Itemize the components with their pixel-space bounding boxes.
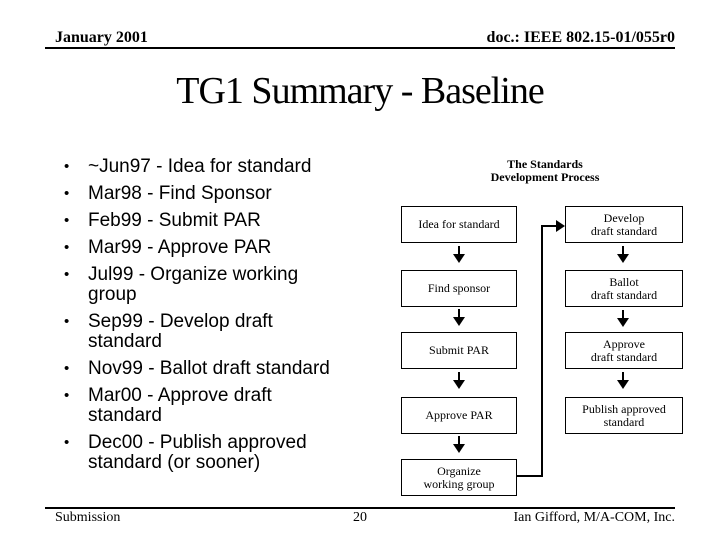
- down-arrow-icon: [453, 246, 465, 263]
- diagram-title: The Standards Development Process: [490, 157, 600, 184]
- list-item-text: Mar99 - Approve PAR: [88, 237, 272, 258]
- list-item-text: Sep99 - Develop draft standard: [88, 311, 273, 352]
- list-item-text: Nov99 - Ballot draft standard: [88, 358, 330, 379]
- list-item: • Mar98 - Find Sponsor: [64, 184, 374, 204]
- flow-box-find-sponsor: Find sponsor: [401, 270, 517, 307]
- down-arrow-icon: [617, 372, 629, 389]
- bullet-icon: •: [64, 387, 70, 404]
- list-item: • ~Jun97 - Idea for standard: [64, 157, 374, 177]
- list-item: • Mar00 - Approve draft standard: [64, 386, 374, 426]
- list-item: • Sep99 - Develop draft standard: [64, 312, 374, 352]
- connector-line: [517, 475, 543, 477]
- bullet-icon: •: [64, 158, 70, 175]
- bullet-icon: •: [64, 266, 70, 283]
- bullet-icon: •: [64, 360, 70, 377]
- list-item-text: Feb99 - Submit PAR: [88, 210, 261, 231]
- flow-box-organize-working-group: Organize working group: [401, 459, 517, 496]
- page-number: 20: [353, 510, 367, 525]
- bullet-icon: •: [64, 185, 70, 202]
- down-arrow-icon: [453, 436, 465, 453]
- down-arrow-icon: [453, 372, 465, 389]
- header-rule: [45, 47, 675, 49]
- header-doc-number: doc.: IEEE 802.15-01/055r0: [486, 29, 675, 46]
- bullet-icon: •: [64, 239, 70, 256]
- right-arrow-icon: [556, 220, 565, 232]
- header-date: January 2001: [55, 29, 148, 46]
- flow-box-develop-draft-standard: Develop draft standard: [565, 206, 683, 243]
- list-item-text: Jul99 - Organize working group: [88, 264, 299, 305]
- flow-box-approve-draft-standard: Approve draft standard: [565, 332, 683, 369]
- list-item: • Mar99 - Approve PAR: [64, 238, 374, 258]
- footer-author: Ian Gifford, M/A-COM, Inc.: [513, 510, 676, 525]
- footer-submission-label: Submission: [55, 510, 121, 525]
- flow-box-submit-par: Submit PAR: [401, 332, 517, 369]
- footer-rule: [45, 507, 675, 509]
- down-arrow-icon: [617, 310, 629, 327]
- down-arrow-icon: [453, 309, 465, 326]
- page-title: TG1 Summary - Baseline: [176, 70, 544, 112]
- down-arrow-icon: [617, 246, 629, 263]
- list-item: • Feb99 - Submit PAR: [64, 211, 374, 231]
- connector-line: [541, 225, 543, 477]
- list-item-text: Mar98 - Find Sponsor: [88, 183, 272, 204]
- list-item-text: Mar00 - Approve draft standard: [88, 385, 272, 426]
- bullet-icon: •: [64, 313, 70, 330]
- flow-box-approve-par: Approve PAR: [401, 397, 517, 434]
- list-item-text: Dec00 - Publish approved standard (or so…: [88, 432, 307, 473]
- connector-line: [543, 225, 557, 227]
- flow-box-ballot-draft-standard: Ballot draft standard: [565, 270, 683, 307]
- list-item: • Nov99 - Ballot draft standard: [64, 359, 374, 379]
- list-item-text: ~Jun97 - Idea for standard: [88, 156, 312, 177]
- flow-box-idea-for-standard: Idea for standard: [401, 206, 517, 243]
- milestone-list: • ~Jun97 - Idea for standard • Mar98 - Fin…: [64, 157, 374, 480]
- list-item: • Dec00 - Publish approved standard (or s…: [64, 433, 374, 473]
- flow-box-publish-approved-standard: Publish approved standard: [565, 397, 683, 434]
- bullet-icon: •: [64, 212, 70, 229]
- bullet-icon: •: [64, 434, 70, 451]
- list-item: • Jul99 - Organize working group: [64, 265, 374, 305]
